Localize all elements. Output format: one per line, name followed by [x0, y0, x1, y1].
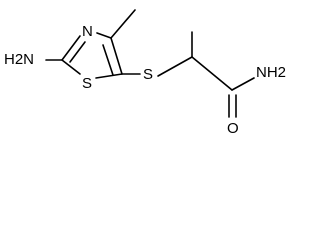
bond-c2-n3-double [69, 41, 86, 63]
amine-group-label: H2N [4, 51, 34, 68]
bond-c2-n3 [61, 35, 81, 61]
thioether-sulfur-label: S [143, 66, 153, 83]
carbonyl-oxygen-label: O [227, 120, 239, 137]
bond-c5-s1 [95, 73, 123, 79]
bond-s1-c2 [61, 59, 81, 75]
bond-methyl [110, 9, 136, 39]
bond-s-ch [157, 56, 193, 77]
ring-nitrogen-label: N [82, 23, 93, 40]
bond-c4-c5 [110, 37, 123, 75]
bond-carbonyl-nh2 [231, 77, 255, 91]
bond-ch-carbonyl [191, 56, 233, 91]
ring-sulfur-label: S [82, 75, 92, 92]
bond-n3-c4 [96, 32, 112, 39]
amide-group-label: NH2 [256, 64, 286, 81]
molecule-structure: H2N N S S NH2 O [4, 9, 286, 137]
bond-c4-c5-double [102, 44, 114, 76]
